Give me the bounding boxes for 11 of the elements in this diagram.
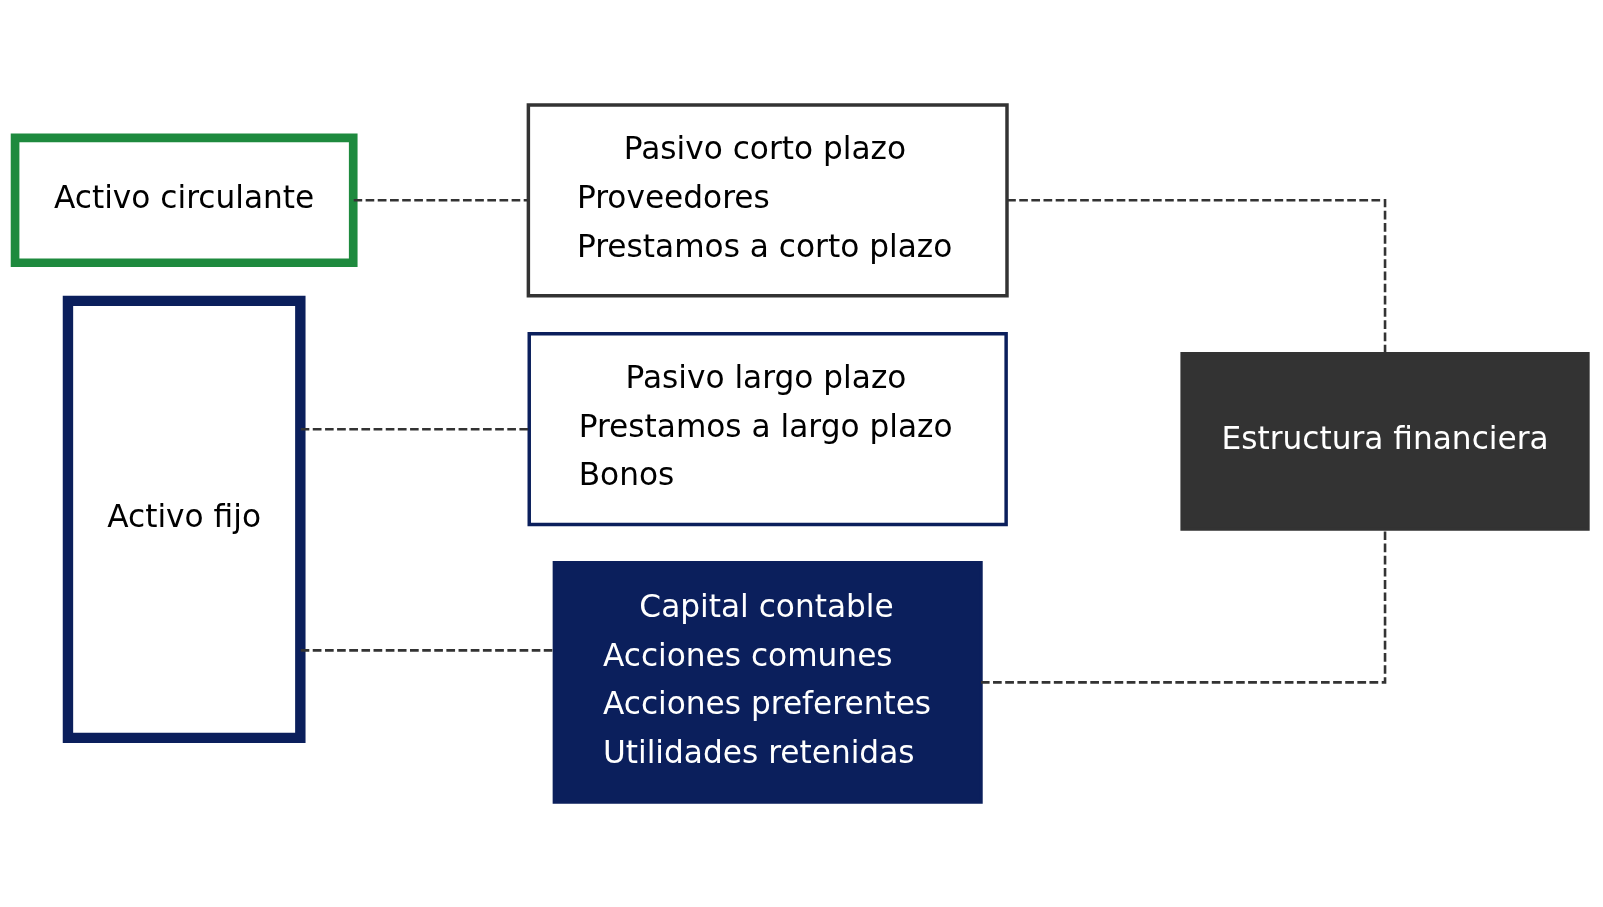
node-box: Activo circulante [10,133,358,268]
connector [353,199,529,202]
node-box: Capital contable Acciones comunes Acciones preferentes Utilidades retenidas [552,561,983,804]
node-box: Estructura financiera [1180,352,1590,531]
node-box: Pasivo largo plazo Prestamos a largo plazo Bonos [527,332,1008,527]
connector [300,649,554,652]
connector [1007,199,1387,354]
connector [981,529,1387,684]
node-box: Pasivo corto plazo Proveedores Prestamos a corto plazo [526,103,1009,298]
node-box: Activo fijo [62,295,306,744]
connector [300,427,529,431]
